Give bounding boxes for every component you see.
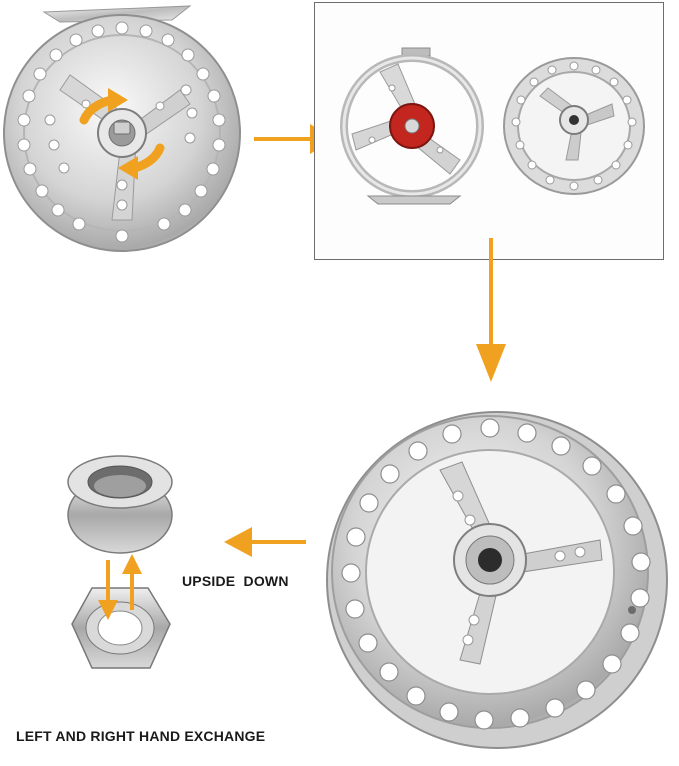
nut-bottom-hex: [71, 587, 171, 669]
nut-top: [67, 455, 173, 554]
caption-upside-down: UPSIDE DOWN: [182, 573, 289, 589]
arrow-down-icon: [476, 238, 506, 382]
caption-hand-exchange: LEFT AND RIGHT HAND EXCHANGE: [16, 728, 266, 744]
reel-spool-small: [503, 57, 645, 195]
arrow-left-icon: [224, 527, 306, 557]
exchange-arrows-icon: [98, 554, 142, 620]
reel-frame-red-hub: [340, 47, 484, 205]
reel-top-left: [3, 5, 241, 252]
reel-spool-large: [326, 411, 668, 749]
